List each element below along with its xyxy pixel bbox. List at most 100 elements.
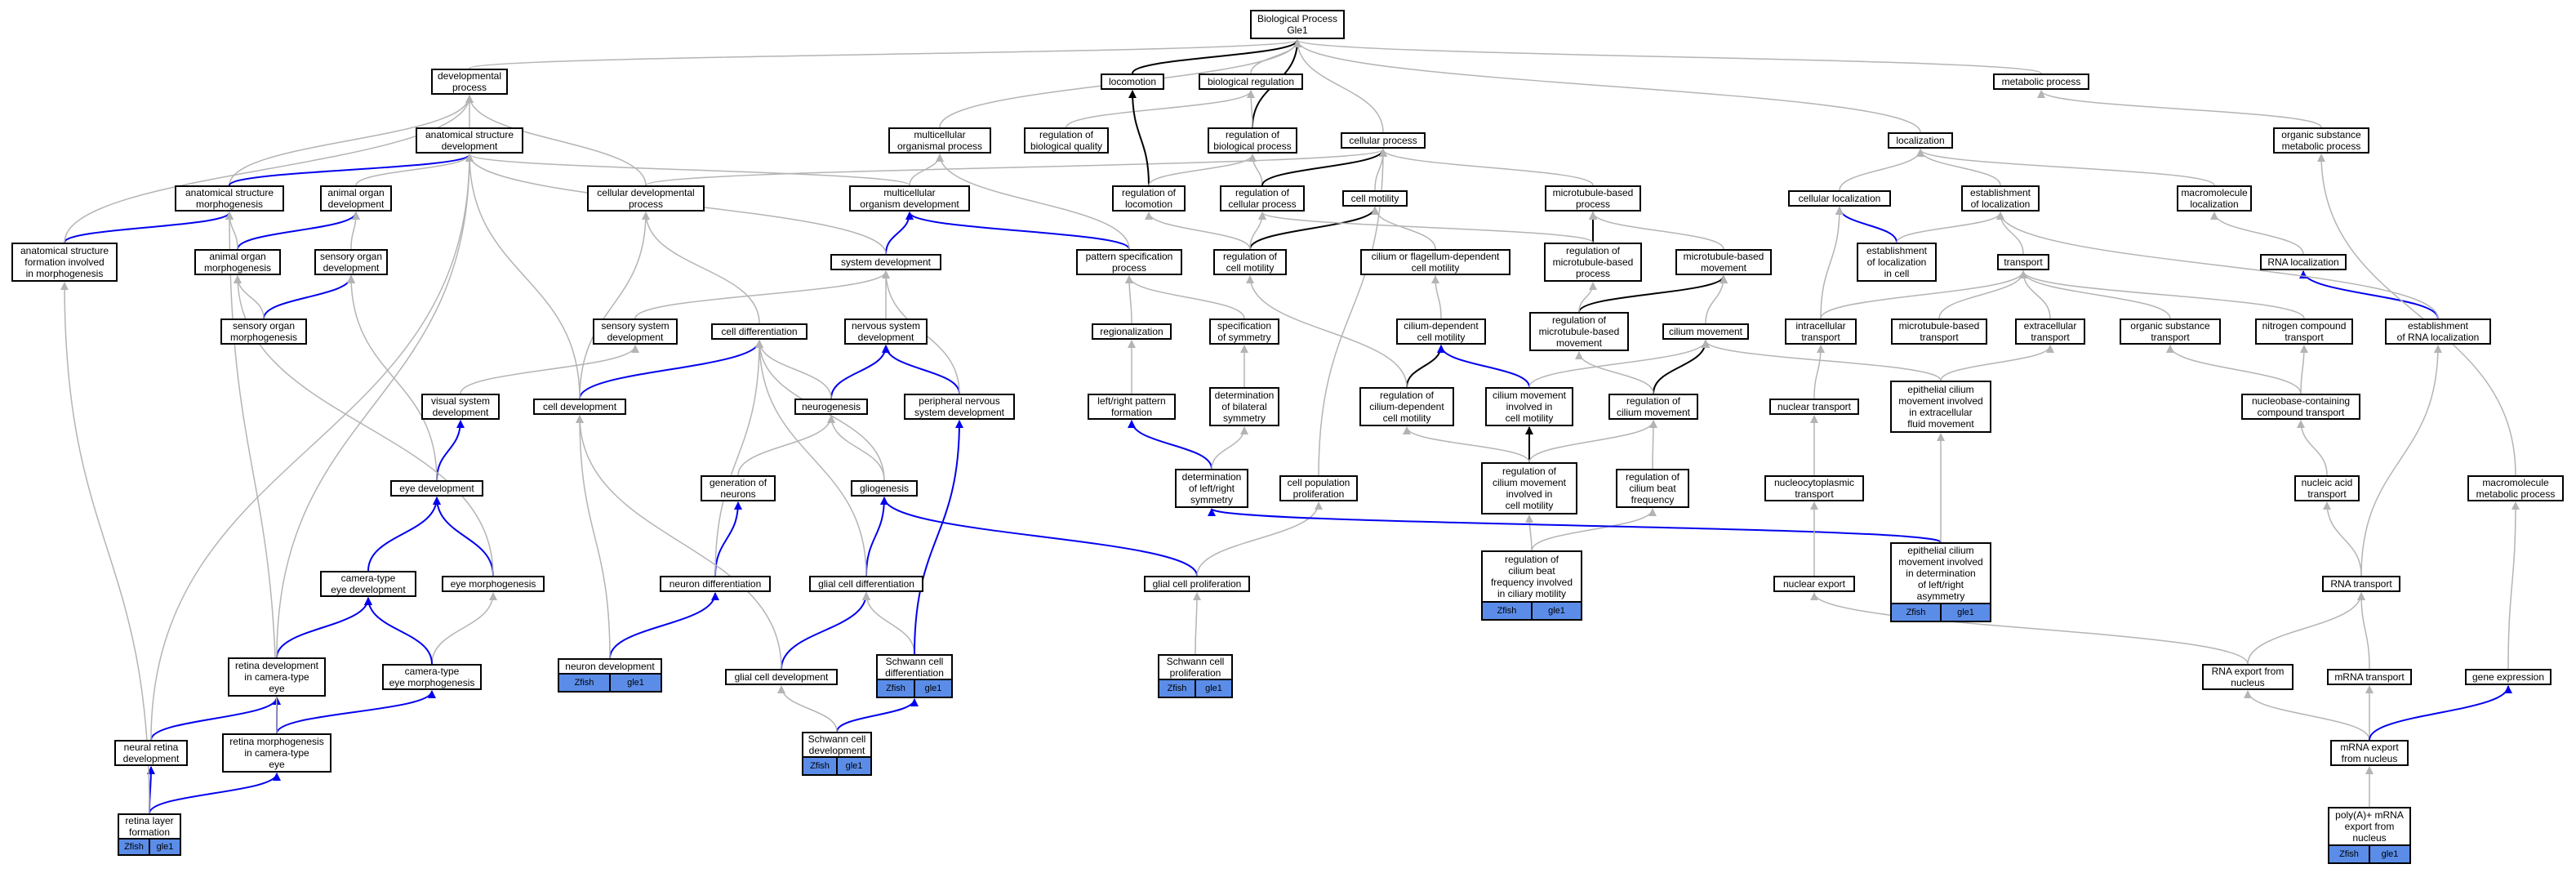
node-nrd[interactable]: neural retina development (114, 740, 188, 766)
node-rnaexp[interactable]: RNA export from nucleus (2202, 664, 2293, 690)
node-cfdcm[interactable]: cilium or flagellum-dependent cell motil… (1360, 249, 1510, 275)
node-mrnatrans[interactable]: mRNA transport (2327, 669, 2412, 685)
node-neurondev[interactable]: neuron development (558, 658, 662, 675)
node-mcop[interactable]: multicellular organismal process (888, 127, 991, 154)
node-pnsd[interactable]: peripheral nervous system development (904, 394, 1015, 420)
node-gon[interactable]: generation of neurons (701, 475, 776, 501)
node-cellproc[interactable]: cellular process (1341, 132, 1426, 149)
node-dlrs[interactable]: determination of left/right symmetry (1175, 469, 1248, 508)
node-cpp[interactable]: cell population proliferation (1279, 475, 1358, 501)
node-lrpf[interactable]: left/right pattern formation (1088, 394, 1176, 420)
node-bioreg[interactable]: biological regulation (1199, 73, 1303, 90)
node-eyemorph[interactable]: eye morphogenesis (442, 576, 545, 592)
node-ecmief[interactable]: epithelial cilium movement involved in e… (1890, 381, 1991, 433)
node-scdiff[interactable]: Schwann cell differentiation (876, 654, 953, 680)
node-asd[interactable]: anatomical structure development (416, 127, 523, 154)
node-celldiff[interactable]: cell differentiation (711, 323, 808, 340)
edge-neurogenesis-to-nsd (830, 345, 890, 399)
node-cted[interactable]: camera-type eye development (320, 571, 416, 597)
node-elic[interactable]: establishment of localization in cell (1857, 243, 1937, 282)
node-cdcm[interactable]: cilium-dependent cell motility (1396, 318, 1486, 345)
node-transport[interactable]: transport (1997, 254, 2049, 270)
node-cdp[interactable]: cellular developmental process (587, 185, 705, 212)
node-cilmov[interactable]: cilium movement (1662, 323, 1749, 340)
node-nsd[interactable]: nervous system development (844, 318, 928, 345)
node-regcbf[interactable]: regulation of cilium beat frequency (1616, 469, 1689, 508)
node-cellloc[interactable]: cellular localization (1788, 190, 1891, 207)
node-erl[interactable]: establishment of RNA localization (2385, 318, 2491, 345)
node-eciminv[interactable]: epithelial cilium movement involved in d… (1890, 542, 1991, 604)
node-regcbfcm[interactable]: regulation of cilium beat frequency invo… (1481, 550, 1582, 603)
node-asfim[interactable]: anatomical structure formation involved … (11, 243, 118, 282)
node-estloc[interactable]: establishment of localization (1961, 185, 2040, 212)
node-vsd[interactable]: visual system development (421, 394, 500, 420)
node-regbp[interactable]: regulation of biological process (1208, 127, 1297, 154)
node-mtbp[interactable]: microtubule-based process (1545, 185, 1641, 212)
node-cellmot[interactable]: cell motility (1342, 190, 1408, 207)
node-ctem[interactable]: camera-type eye morphogenesis (382, 664, 482, 690)
edge-aom-to-aod (237, 212, 360, 250)
node-localization[interactable]: localization (1888, 132, 1953, 149)
node-rlf[interactable]: retina layer formation (118, 813, 181, 840)
node-gliogenesis[interactable]: gliogenesis (851, 480, 918, 497)
node-gcdev[interactable]: glial cell development (725, 669, 838, 685)
node-rdcte[interactable]: retina development in camera-type eye (228, 657, 326, 697)
node-dbs[interactable]: determination of bilateral symmetry (1209, 387, 1279, 426)
node-regloc[interactable]: regulation of locomotion (1112, 185, 1186, 212)
node-sos[interactable]: specification of symmetry (1209, 318, 1279, 345)
node-gcp[interactable]: glial cell proliferation (1144, 576, 1250, 592)
node-nat[interactable]: nucleic acid transport (2294, 475, 2360, 501)
node-ict[interactable]: intracellular transport (1785, 318, 1857, 345)
node-ncpt[interactable]: nucleocytoplasmic transport (1764, 475, 1864, 501)
node-scprolif[interactable]: Schwann cell proliferation (1158, 654, 1233, 680)
node-mtbt[interactable]: microtubule-based transport (1891, 318, 1987, 345)
node-eyedev[interactable]: eye development (390, 480, 483, 497)
node-ect[interactable]: extracellular transport (2015, 318, 2085, 345)
node-rnatrans[interactable]: RNA transport (2322, 576, 2400, 592)
node-nct[interactable]: nitrogen compound transport (2255, 318, 2353, 345)
node-mtbm[interactable]: microtubule-based movement (1675, 249, 1772, 275)
node-aom[interactable]: animal organ morphogenesis (194, 249, 281, 275)
node-ntrans[interactable]: nuclear transport (1769, 399, 1859, 415)
node-sod[interactable]: sensory organ development (314, 249, 388, 275)
node-regcilmov[interactable]: regulation of cilium movement (1608, 394, 1698, 420)
node-regcmicm[interactable]: regulation of cilium movement involved i… (1481, 462, 1577, 514)
node-regcp[interactable]: regulation of cellular process (1220, 185, 1305, 212)
node-rmcte[interactable]: retina morphogenesis in camera-type eye (222, 733, 331, 773)
node-regmtbm[interactable]: regulation of microtubule-based movement (1529, 312, 1629, 351)
node-bp[interactable]: Biological Process Gle1 (1250, 10, 1345, 39)
node-mmmp[interactable]: macromolecule metabolic process (2467, 475, 2564, 501)
node-ssd[interactable]: sensory system development (593, 318, 678, 345)
node-polya[interactable]: poly(A)+ mRNA export from nucleus (2328, 807, 2411, 846)
node-nexport[interactable]: nuclear export (1773, 576, 1855, 592)
node-geneexp[interactable]: gene expression (2465, 669, 2552, 685)
node-psp[interactable]: pattern specification process (1076, 249, 1182, 275)
node-locomotion[interactable]: locomotion (1101, 73, 1164, 90)
node-sysdev[interactable]: system development (830, 254, 941, 270)
node-som[interactable]: sensory organ morphogenesis (220, 318, 307, 345)
node-scdev[interactable]: Schwann cell development (802, 732, 872, 758)
node-asm[interactable]: anatomical structure morphogenesis (175, 185, 284, 212)
node-nbct[interactable]: nucleobase-containing compound transport (2241, 394, 2360, 420)
node-mcod[interactable]: multicellular organism development (849, 185, 970, 212)
node-osmp[interactable]: organic substance metabolic process (2273, 127, 2369, 154)
node-aod[interactable]: animal organ development (320, 185, 392, 212)
node-mrnaexp[interactable]: mRNA export from nucleus (2330, 740, 2409, 766)
node-devproc[interactable]: developmental process (431, 69, 508, 95)
node-regionalization[interactable]: regionalization (1092, 323, 1172, 340)
node-regmtbp[interactable]: regulation of microtubule-based process (1544, 243, 1642, 282)
node-ost[interactable]: organic substance transport (2120, 318, 2221, 345)
node-regbq[interactable]: regulation of biological quality (1024, 127, 1109, 154)
node-neurdiff[interactable]: neuron differentiation (660, 576, 771, 592)
node-metabolic[interactable]: metabolic process (1993, 73, 2089, 90)
node-regcdcm[interactable]: regulation of cilium-dependent cell moti… (1359, 387, 1454, 426)
node-regcm[interactable]: regulation of cell motility (1213, 249, 1287, 275)
gene-label: gle1 (609, 675, 661, 691)
node-rnaloc[interactable]: RNA localization (2260, 254, 2347, 270)
node-gcd[interactable]: glial cell differentiation (809, 576, 923, 592)
node-neurogenesis[interactable]: neurogenesis (794, 399, 868, 415)
edge-mrnaexp-to-rnaexp (2244, 690, 2370, 741)
node-mmloc[interactable]: macromolecule localization (2177, 185, 2252, 212)
node-celldev[interactable]: cell development (533, 399, 626, 415)
node-cmicm[interactable]: cilium movement involved in cell motilit… (1485, 387, 1573, 426)
